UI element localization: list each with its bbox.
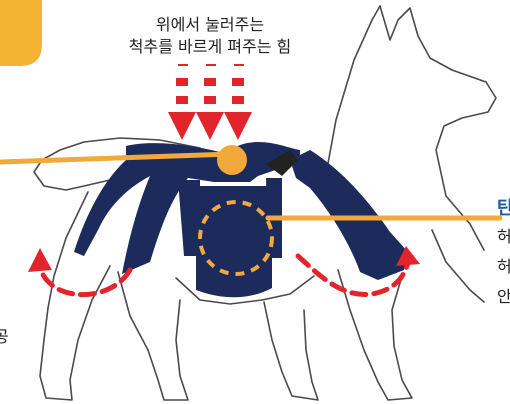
leg-force-arrows xyxy=(37,253,411,298)
right-caption-line-2: 허 xyxy=(497,257,510,276)
arrowhead-right xyxy=(396,246,420,266)
spine-line xyxy=(0,151,503,221)
right-caption-line-3: 안 xyxy=(497,287,510,306)
top-caption-line-2: 척추를 바르게 펴주는 힘 xyxy=(128,37,292,56)
core-support-circle xyxy=(198,200,274,276)
arrowhead-left xyxy=(28,248,52,272)
downward-force-arrows xyxy=(168,64,252,140)
dog-outline xyxy=(33,5,497,401)
top-caption-line-1: 위에서 눌러주는 xyxy=(155,15,265,34)
corner-tab xyxy=(0,0,42,66)
spine-center-point xyxy=(217,145,247,175)
right-caption-line-1: 허 xyxy=(497,227,510,246)
top-force-caption: 위에서 눌러주는 척추를 바르게 펴주는 힘 xyxy=(0,14,420,58)
harness xyxy=(74,142,408,298)
left-caption-line-2: 공 xyxy=(0,327,9,346)
right-caption-title: 탄 xyxy=(497,198,510,219)
harness-strap-accent xyxy=(266,150,298,176)
